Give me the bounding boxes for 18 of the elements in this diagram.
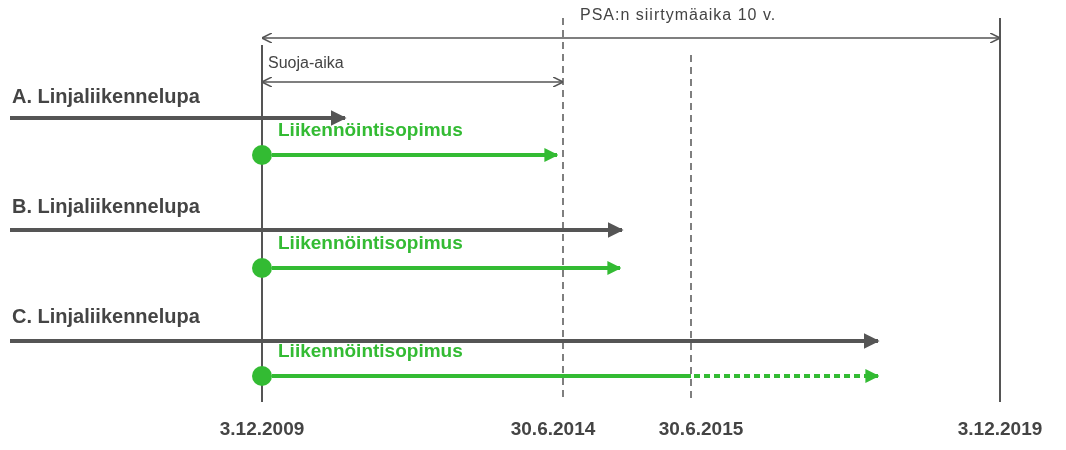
period-label: PSA:n siirtymäaika 10 v. — [580, 6, 777, 24]
date-label: 30.6.2014 — [510, 418, 596, 440]
row-title: C. Linjaliikennelupa — [12, 305, 200, 328]
date-label: 3.12.2009 — [219, 418, 305, 440]
row-title: B. Linjaliikennelupa — [12, 195, 200, 218]
start-dot — [252, 366, 272, 386]
period-label: Suoja-aika — [268, 54, 344, 72]
arrow — [272, 261, 622, 275]
row-title: A. Linjaliikennelupa — [12, 85, 200, 108]
arrow — [272, 369, 880, 383]
date-label: 3.12.2019 — [957, 418, 1043, 440]
start-dot — [252, 145, 272, 165]
arrow — [272, 148, 559, 162]
edge-label: Liikennöintisopimus — [278, 232, 463, 254]
edge-label: Liikennöintisopimus — [278, 340, 463, 362]
date-label: 30.6.2015 — [658, 418, 744, 440]
start-dot — [252, 258, 272, 278]
edge-label: Liikennöintisopimus — [278, 119, 463, 141]
